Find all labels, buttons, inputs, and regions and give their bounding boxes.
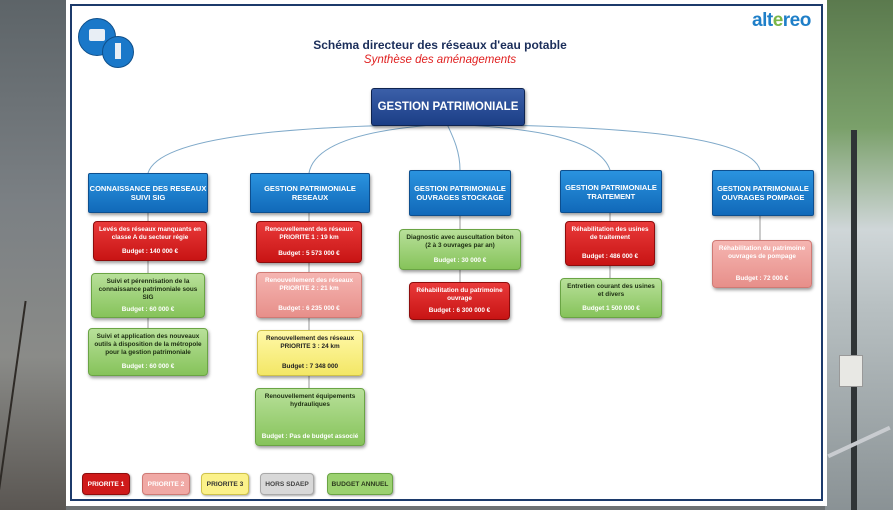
action-card: Réhabilitation des usines de traitement … bbox=[565, 221, 655, 266]
category-connaissance-reseaux: CONNAISSANCE DES RESEAUX SUIVI SIG bbox=[88, 173, 208, 213]
background-photo-left bbox=[0, 0, 66, 510]
action-card: Renouvellement des réseaux PRIORITE 1 : … bbox=[256, 221, 362, 263]
action-card: Renouvellement des réseaux PRIORITE 3 : … bbox=[257, 330, 363, 376]
legend-priorite-1: PRIORITE 1 bbox=[82, 473, 130, 495]
category-ouvrages-pompage: GESTION PATRIMONIALE OUVRAGES POMPAGE bbox=[712, 170, 814, 216]
slide-title: Schéma directeur des réseaux d'eau potab… bbox=[313, 38, 567, 52]
action-card: Renouvellement des réseaux PRIORITE 2 : … bbox=[256, 272, 362, 318]
category-traitement: GESTION PATRIMONIALE TRAITEMENT bbox=[560, 170, 662, 213]
category-ouvrages-stockage: GESTION PATRIMONIALE OUVRAGES STOCKAGE bbox=[409, 170, 511, 216]
background-box bbox=[839, 355, 863, 387]
action-card: Réhabilitation du patrimoine ouvrages de… bbox=[712, 240, 812, 288]
category-gestion-reseaux: GESTION PATRIMONIALE RESEAUX bbox=[250, 173, 370, 213]
legend-priorite-2: PRIORITE 2 bbox=[142, 473, 190, 495]
root-node: GESTION PATRIMONIALE bbox=[371, 88, 525, 126]
action-card: Suivi et application des nouveaux outils… bbox=[88, 328, 208, 376]
legend-priorite-3: PRIORITE 3 bbox=[201, 473, 249, 495]
background-rail bbox=[827, 425, 891, 459]
slide-subtitle: Synthèse des aménagements bbox=[363, 54, 517, 66]
legend-hors-sdaep: HORS SDAEP bbox=[260, 473, 314, 495]
brand-logo: altereo bbox=[752, 10, 811, 31]
water-network-logo-icon bbox=[78, 18, 134, 68]
background-post bbox=[851, 130, 857, 510]
legend-budget-annuel: BUDGET ANNUEL bbox=[327, 473, 393, 495]
action-card: Diagnostic avec auscultation béton (2 à … bbox=[399, 229, 521, 270]
action-card: Levés des réseaux manquants en classe A … bbox=[93, 221, 207, 261]
action-card: Réhabilitation du patrimoine ouvrage Bud… bbox=[409, 282, 510, 320]
action-card: Renouvellement équipements hydrauliques … bbox=[255, 388, 365, 446]
slide-frame bbox=[70, 4, 823, 501]
background-photo-right bbox=[825, 0, 893, 510]
action-card: Suivi et pérennisation de la connaissanc… bbox=[91, 273, 205, 318]
action-card: Entretien courant des usines et divers B… bbox=[560, 278, 662, 318]
